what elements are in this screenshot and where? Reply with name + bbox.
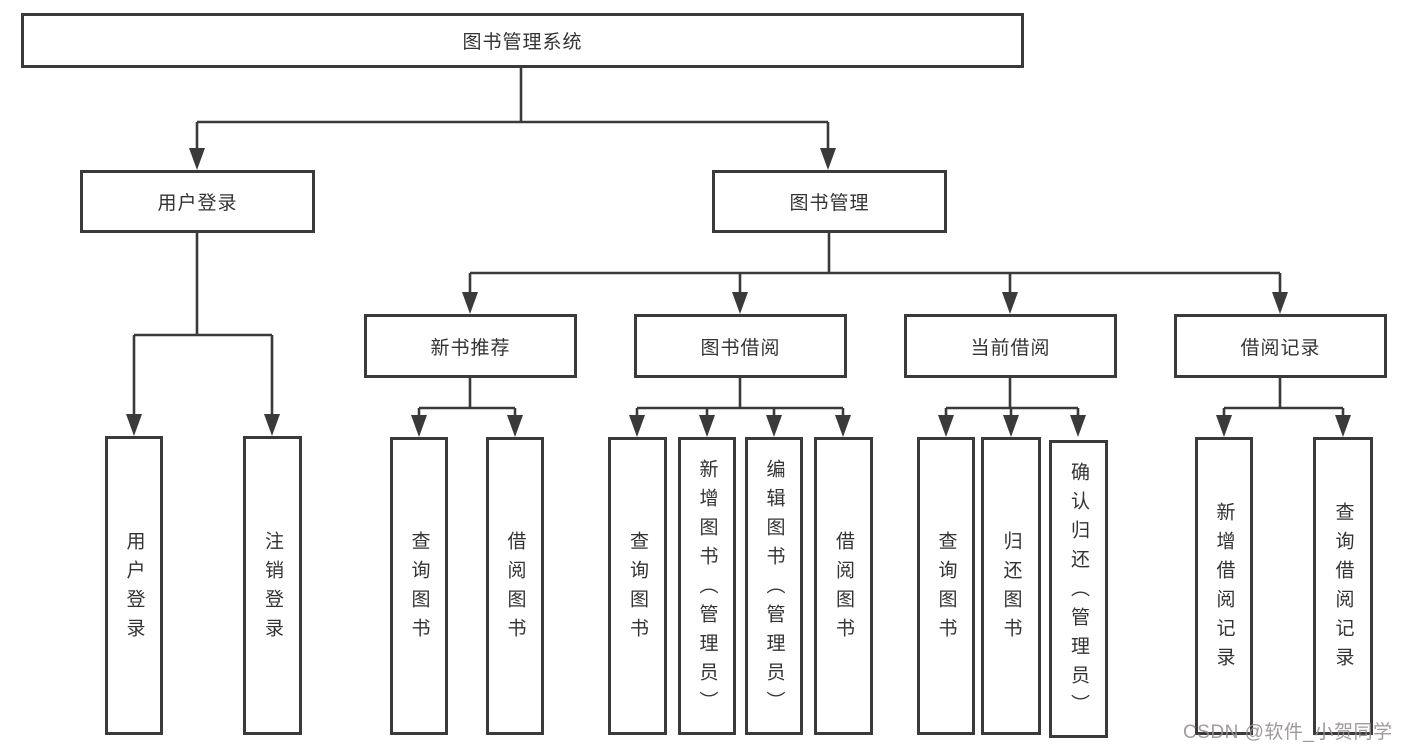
node-current-borrow: 当前借阅: [904, 314, 1117, 378]
node-borrow-records: 借阅记录: [1174, 314, 1387, 378]
leaf-query-books-recommend: 查询图书: [390, 437, 448, 735]
leaf-query-books-current: 查询图书: [917, 437, 975, 735]
leaf-edit-book-admin: 编辑图书（管理员）: [745, 437, 803, 735]
leaf-query-borrow-record: 查询借阅记录: [1313, 437, 1373, 735]
leaf-add-book-admin: 新增图书（管理员）: [678, 437, 736, 735]
node-user-login: 用户登录: [80, 170, 315, 233]
leaf-return-books: 归还图书: [981, 437, 1041, 735]
node-book-borrow: 图书借阅: [634, 314, 847, 378]
leaf-add-borrow-record: 新增借阅记录: [1195, 437, 1253, 735]
node-new-book-recommend: 新书推荐: [364, 314, 577, 378]
leaf-confirm-return-admin: 确认归还（管理员）: [1049, 440, 1108, 738]
leaf-borrow-books: 借阅图书: [814, 437, 873, 735]
leaf-logout: 注销登录: [243, 436, 302, 735]
leaf-query-books-borrow: 查询图书: [608, 437, 667, 735]
leaf-borrow-books-recommend: 借阅图书: [486, 437, 544, 735]
node-book-management: 图书管理: [712, 170, 947, 233]
node-root-system: 图书管理系统: [21, 13, 1024, 68]
leaf-user-login: 用户登录: [105, 436, 163, 735]
csdn-watermark: CSDN @软件_小贺同学: [1183, 722, 1393, 743]
